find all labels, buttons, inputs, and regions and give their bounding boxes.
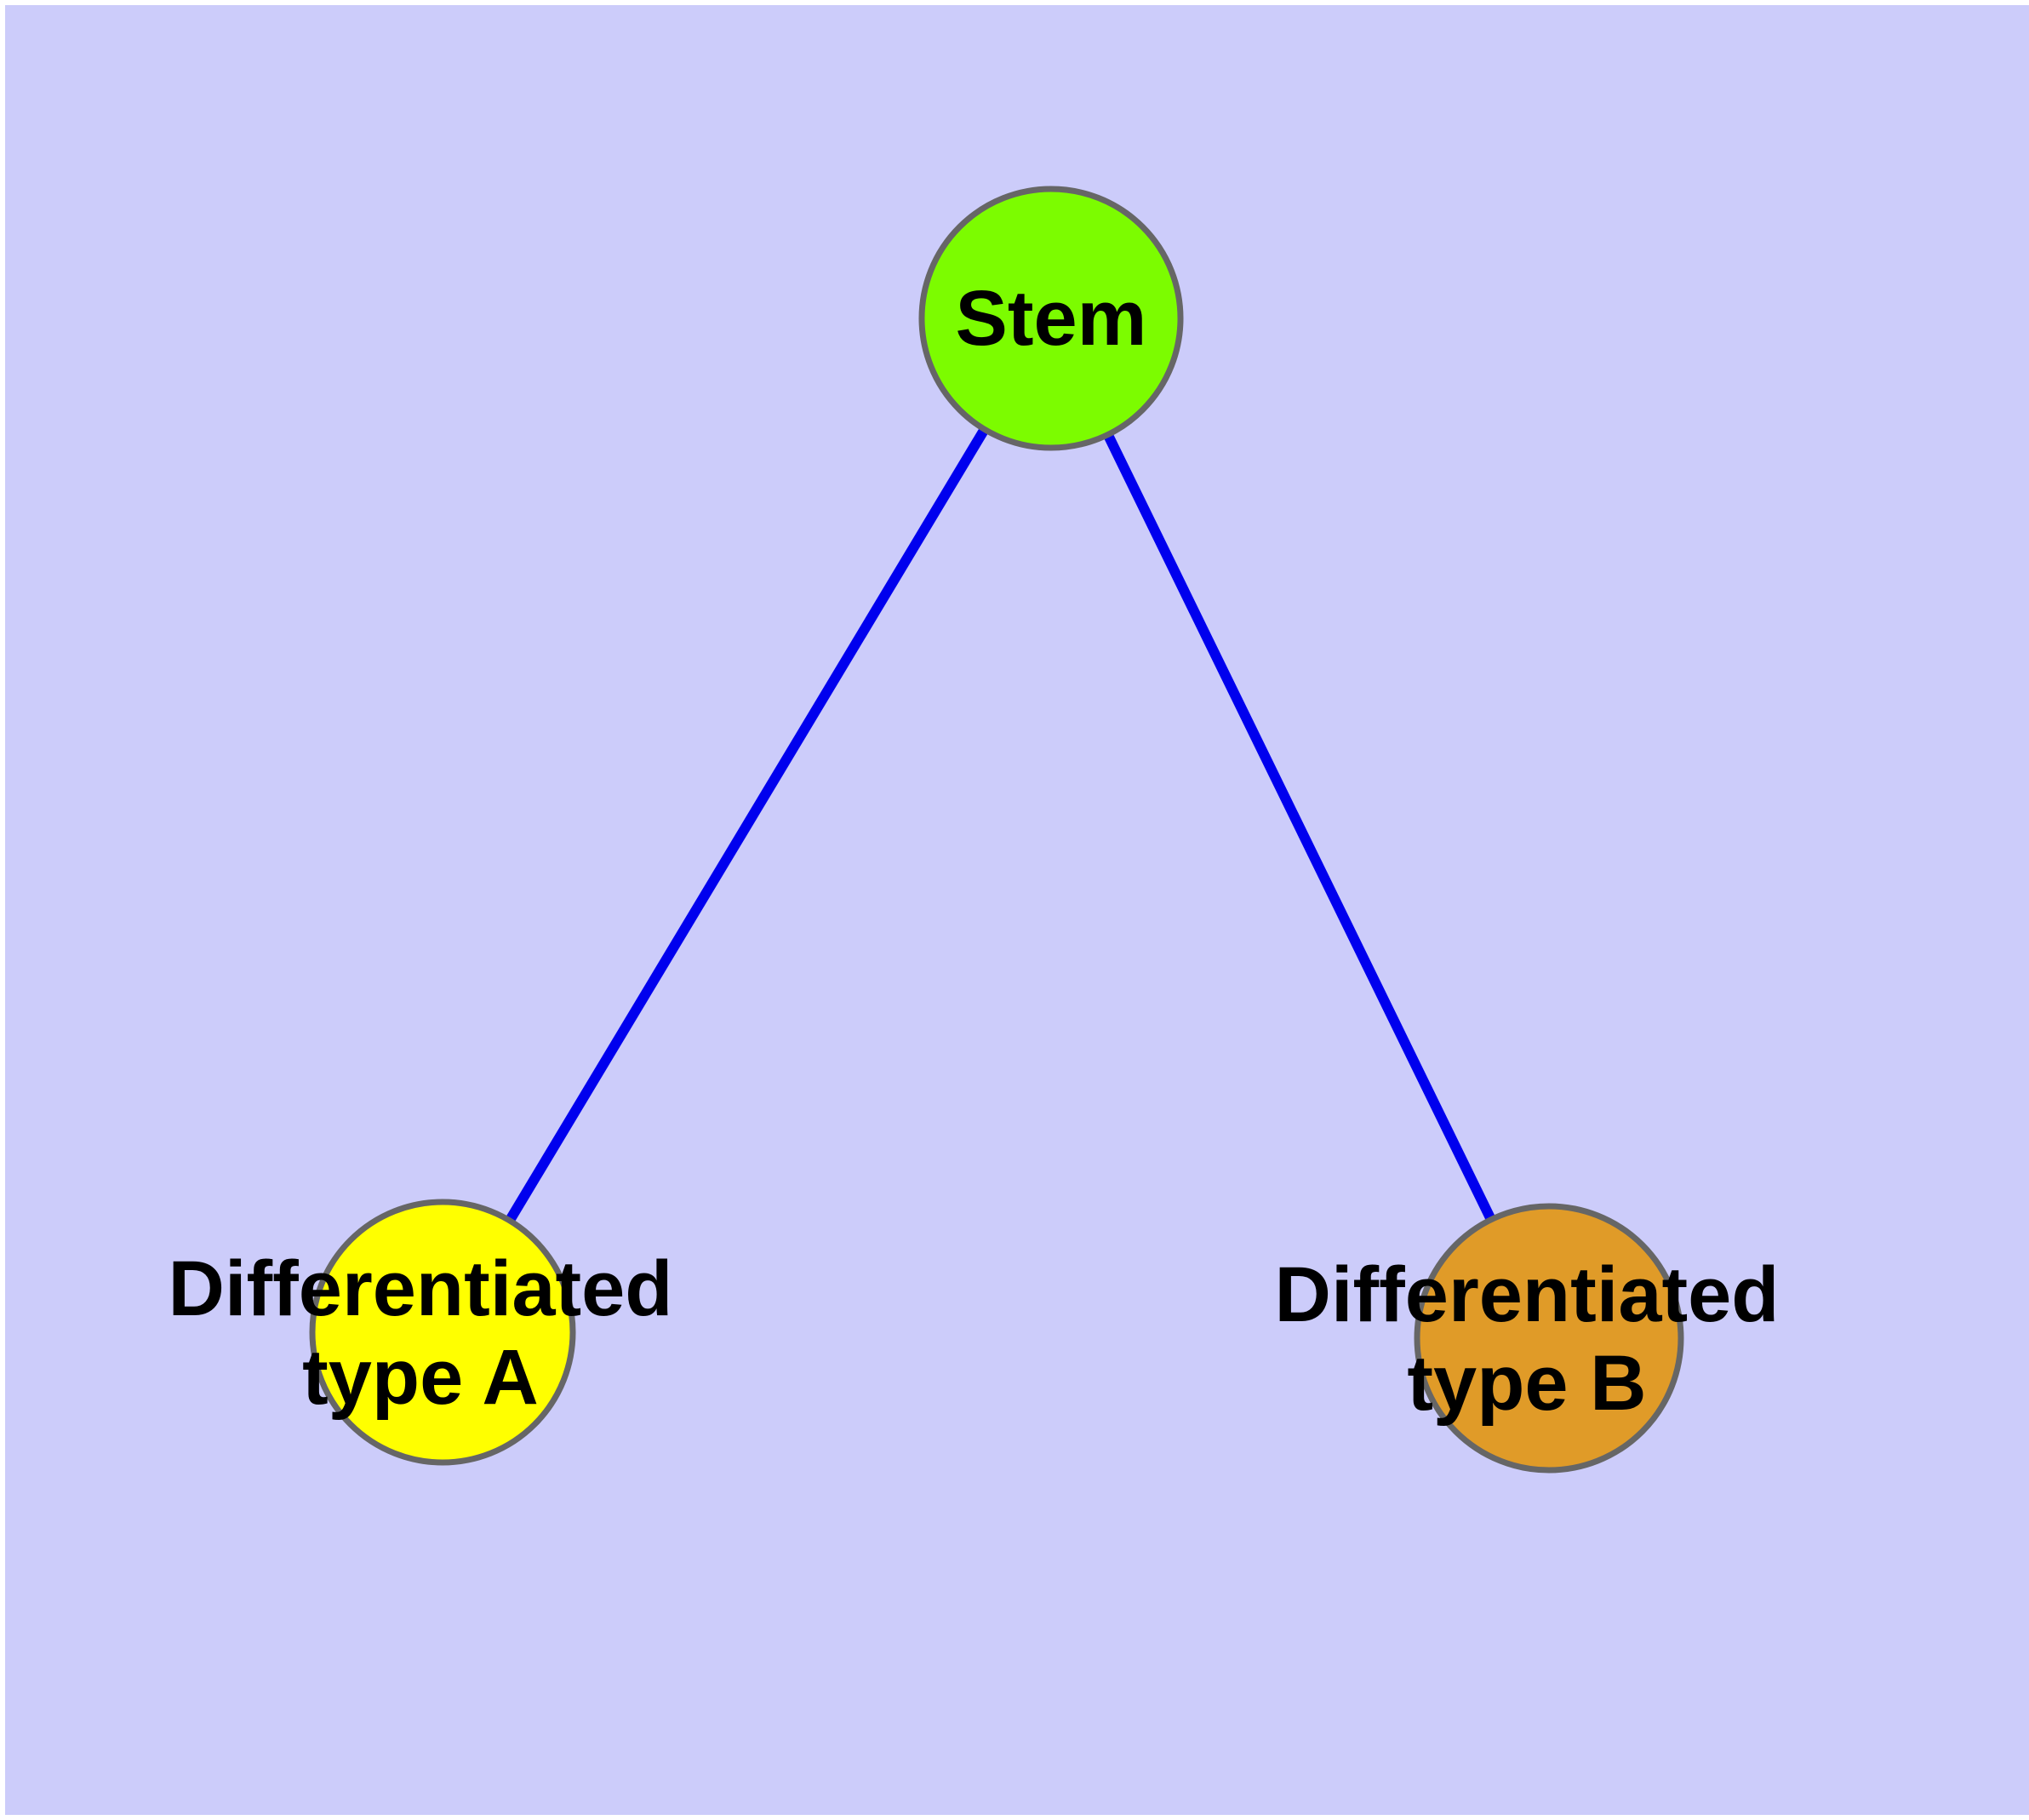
node-stem[interactable] [918, 186, 1184, 451]
node-diff-a-label-line-1: Differentiated [169, 1245, 673, 1332]
node-stem-circle[interactable] [918, 186, 1184, 451]
node-stem-label: Stem [956, 275, 1147, 362]
node-diff-b-label-line-1: Differentiated [1275, 1251, 1780, 1338]
node-diff-a-label-line-2: type A [302, 1334, 539, 1421]
labels-layer: Stem Differentiated type A Differentiate… [169, 275, 1780, 1427]
nodes-layer [309, 186, 1684, 1474]
node-diff-a[interactable] [309, 1199, 576, 1466]
node-diff-a-circle[interactable] [309, 1199, 576, 1466]
edges-layer [437, 315, 1554, 1341]
node-diff-b[interactable] [1414, 1203, 1684, 1474]
node-diff-b-label-line-2: type B [1407, 1340, 1646, 1427]
edge-stem-to-diff-b[interactable] [1046, 316, 1554, 1341]
node-diff-b-circle[interactable] [1414, 1203, 1684, 1474]
edge-stem-to-diff-a[interactable] [437, 315, 1056, 1336]
